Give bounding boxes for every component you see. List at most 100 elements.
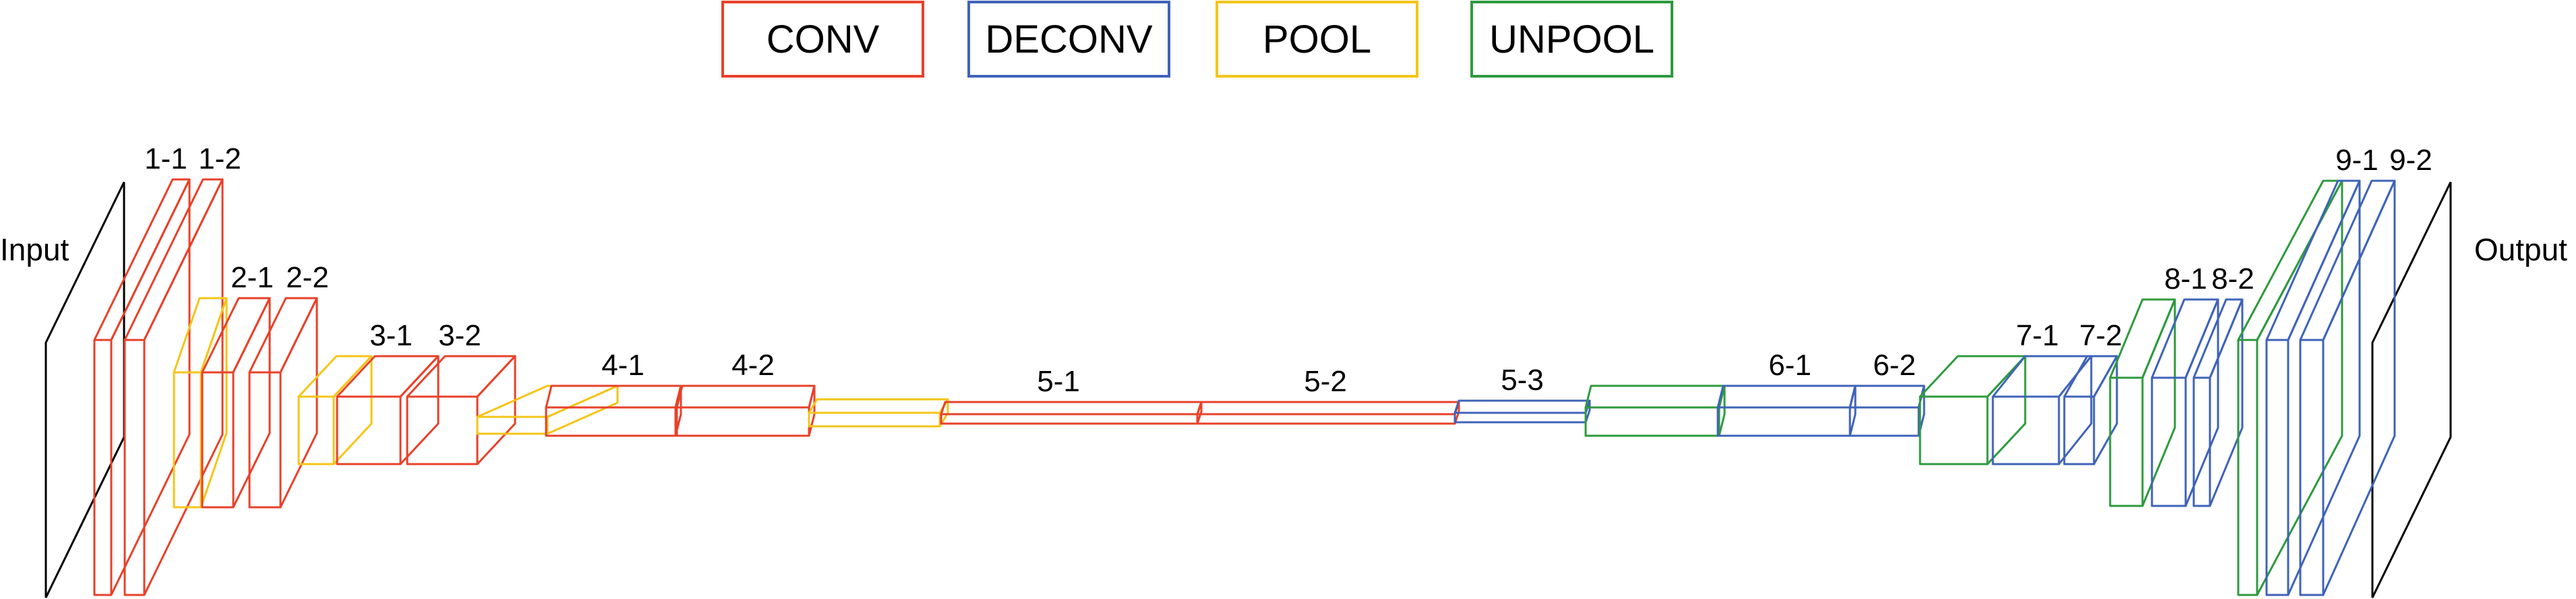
layer-1-1-top-face [93,178,191,341]
layer-9-2-front-face [2299,339,2325,596]
layer-1-2-block [123,178,224,596]
layer-5-2-front-face [1196,413,1456,425]
layer-7-2-block [2063,355,2118,465]
layer-5-3-block [1454,399,1591,424]
layer-pool-8-block [476,384,619,435]
layer-1-2-front-face [123,339,146,596]
layer-unpool-15-block [1584,384,1726,437]
layer-8-1-top-face [2151,298,2219,379]
layer-9-2-top-face [2299,179,2396,341]
layer-3-1-front-face [336,395,402,465]
layer-3-2-top-face [406,355,516,398]
legend-pool-box [1216,1,1418,78]
layer-pool-5-block [297,355,373,465]
layer-5-1-block [940,401,1203,425]
layer-4-1-front-face [545,406,677,437]
legend-unpool-box [1470,1,1673,78]
layer-unpool-15-top-face [1584,384,1726,409]
layer-label-3-2: 3-2 [438,319,481,352]
layer-unpool-24-front-face [2237,339,2258,596]
layer-4-2-front-face [676,406,810,437]
layer-pool-8-side-face [546,384,619,435]
layer-6-1-block [1716,384,1857,437]
layer-5-3-top-face [1454,399,1591,414]
layer-9-1-block [2265,179,2361,596]
layer-label-9-1: 9-1 [2335,144,2378,177]
layer-label-2-1: 2-1 [231,261,274,294]
layer-4-2-block [676,384,816,437]
layer-label-7-1: 7-1 [2016,319,2059,352]
layer-label-5-2: 5-2 [1304,365,1347,398]
layer-8-2-front-face [2192,376,2211,507]
layer-8-1-side-face [2184,298,2219,507]
legend-deconv-box [967,1,1170,78]
layer-4-1-side-face [674,384,682,437]
output-label: Output [2474,232,2567,267]
layer-label-9-2: 9-2 [2389,144,2432,177]
layer-unpool-21-block [2109,298,2176,507]
layer-unpool-15-front-face [1584,406,1720,437]
layer-1-1-side-face [110,178,191,596]
layer-5-3-front-face [1454,411,1587,424]
layer-2-2-block [248,297,318,509]
layer-unpool-18-block [1919,355,2027,465]
layer-blocks [93,178,2396,596]
legend-pool-label: POOL [1263,18,1371,61]
layer-label-5-1: 5-1 [1037,365,1080,398]
layer-9-2-side-face [2322,179,2396,596]
layer-3-1-block [336,355,440,465]
layer-1-1-block [93,178,191,596]
input-output: Input Output [0,181,2567,598]
layer-3-2-front-face [406,395,479,465]
legend-conv-box [721,1,924,78]
layer-3-2-side-face [476,355,516,465]
layer-7-2-side-face [2093,355,2118,465]
output-plane [2371,181,2452,598]
layer-unpool-18-side-face [1986,355,2027,465]
layer-pool-2-top-face [173,297,228,374]
layer-pool-11-top-face [808,398,949,414]
layer-unpool-21-front-face [2109,376,2144,507]
layer-6-1-front-face [1716,406,1851,437]
layer-6-2-front-face [1849,406,1920,437]
layer-label-4-2: 4-2 [731,349,775,382]
layer-5-1-front-face [940,413,1199,425]
input-label: Input [0,232,69,267]
layer-3-1-side-face [399,355,440,465]
legend-conv-label: CONV [767,18,880,61]
layer-5-2-top-face [1196,401,1460,416]
layer-unpool-18-front-face [1919,395,1989,465]
layer-label-7-2: 7-2 [2079,319,2122,352]
layer-8-1-block [2151,298,2219,507]
layer-2-1-top-face [201,297,271,374]
layer-label-8-1: 8-1 [2164,262,2207,295]
layer-unpool-24-block [2237,179,2343,596]
layer-6-1-top-face [1716,384,1857,409]
legend-deconv-label: DECONV [985,18,1152,61]
layer-9-2-block [2299,179,2396,596]
layer-2-2-side-face [279,297,318,509]
layer-pool-2-block [173,297,228,509]
layer-label-6-2: 6-2 [1873,349,1916,382]
layer-1-2-side-face [143,178,224,596]
layer-2-1-block [201,297,271,509]
layer-5-2-block [1196,401,1460,425]
layer-2-2-front-face [248,371,282,509]
layer-pool-11-front-face [808,411,941,428]
layer-2-2-top-face [248,297,318,374]
layer-6-2-block [1849,384,1925,437]
layer-6-2-top-face [1849,384,1925,409]
layer-label-6-1: 6-1 [1768,349,1811,382]
layer-label-8-2: 8-2 [2211,262,2254,295]
layer-pool-2-side-face [200,297,228,509]
layer-3-2-block [406,355,516,465]
layer-label-3-1: 3-1 [369,319,413,352]
layer-1-2-top-face [123,178,224,341]
layer-pool-11-block [808,398,949,428]
layer-unpool-21-side-face [2141,298,2176,507]
layer-unpool-15-side-face [1718,384,1726,437]
layer-pool-5-top-face [297,355,373,398]
layer-pool-5-side-face [332,355,373,465]
